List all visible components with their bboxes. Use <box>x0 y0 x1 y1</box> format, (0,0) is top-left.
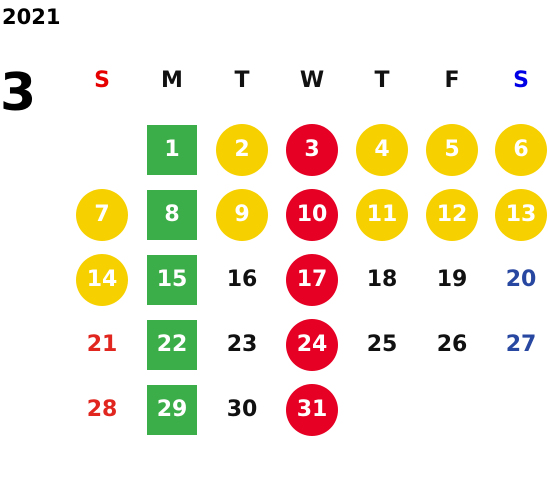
day-cell-15: 15 <box>147 255 197 305</box>
day-cell-1: 1 <box>147 125 197 175</box>
day-cell-17: 17 <box>286 254 338 306</box>
day-cell-24: 24 <box>286 319 338 371</box>
month-number: 3 <box>0 63 37 123</box>
day-cell-18: 18 <box>366 267 398 292</box>
day-cell-21: 21 <box>86 332 118 357</box>
day-cell-12: 12 <box>426 189 478 241</box>
day-cell-26: 26 <box>436 332 468 357</box>
year-label: 2021 <box>2 5 61 29</box>
day-cell-27: 27 <box>505 332 537 357</box>
day-cell-31: 31 <box>286 384 338 436</box>
day-cell-6: 6 <box>495 124 547 176</box>
day-cell-19: 19 <box>436 267 468 292</box>
weekday-tue: T <box>234 68 250 93</box>
day-cell-14: 14 <box>76 254 128 306</box>
day-cell-4: 4 <box>356 124 408 176</box>
day-cell-16: 16 <box>226 267 258 292</box>
day-cell-30: 30 <box>226 397 258 422</box>
day-cell-8: 8 <box>147 190 197 240</box>
day-cell-25: 25 <box>366 332 398 357</box>
day-cell-23: 23 <box>226 332 258 357</box>
day-cell-22: 22 <box>147 320 197 370</box>
day-cell-20: 20 <box>505 267 537 292</box>
weekday-sat: S <box>513 68 529 93</box>
day-cell-7: 7 <box>76 189 128 241</box>
day-cell-5: 5 <box>426 124 478 176</box>
day-cell-10: 10 <box>286 189 338 241</box>
day-cell-9: 9 <box>216 189 268 241</box>
day-cell-28: 28 <box>86 397 118 422</box>
weekday-sun: S <box>94 68 110 93</box>
day-cell-2: 2 <box>216 124 268 176</box>
weekday-wed: W <box>299 68 325 93</box>
weekday-mon: M <box>161 68 183 93</box>
day-cell-29: 29 <box>147 385 197 435</box>
day-cell-13: 13 <box>495 189 547 241</box>
weekday-thu: T <box>374 68 390 93</box>
day-cell-11: 11 <box>356 189 408 241</box>
weekday-fri: F <box>444 68 460 93</box>
day-cell-3: 3 <box>286 124 338 176</box>
